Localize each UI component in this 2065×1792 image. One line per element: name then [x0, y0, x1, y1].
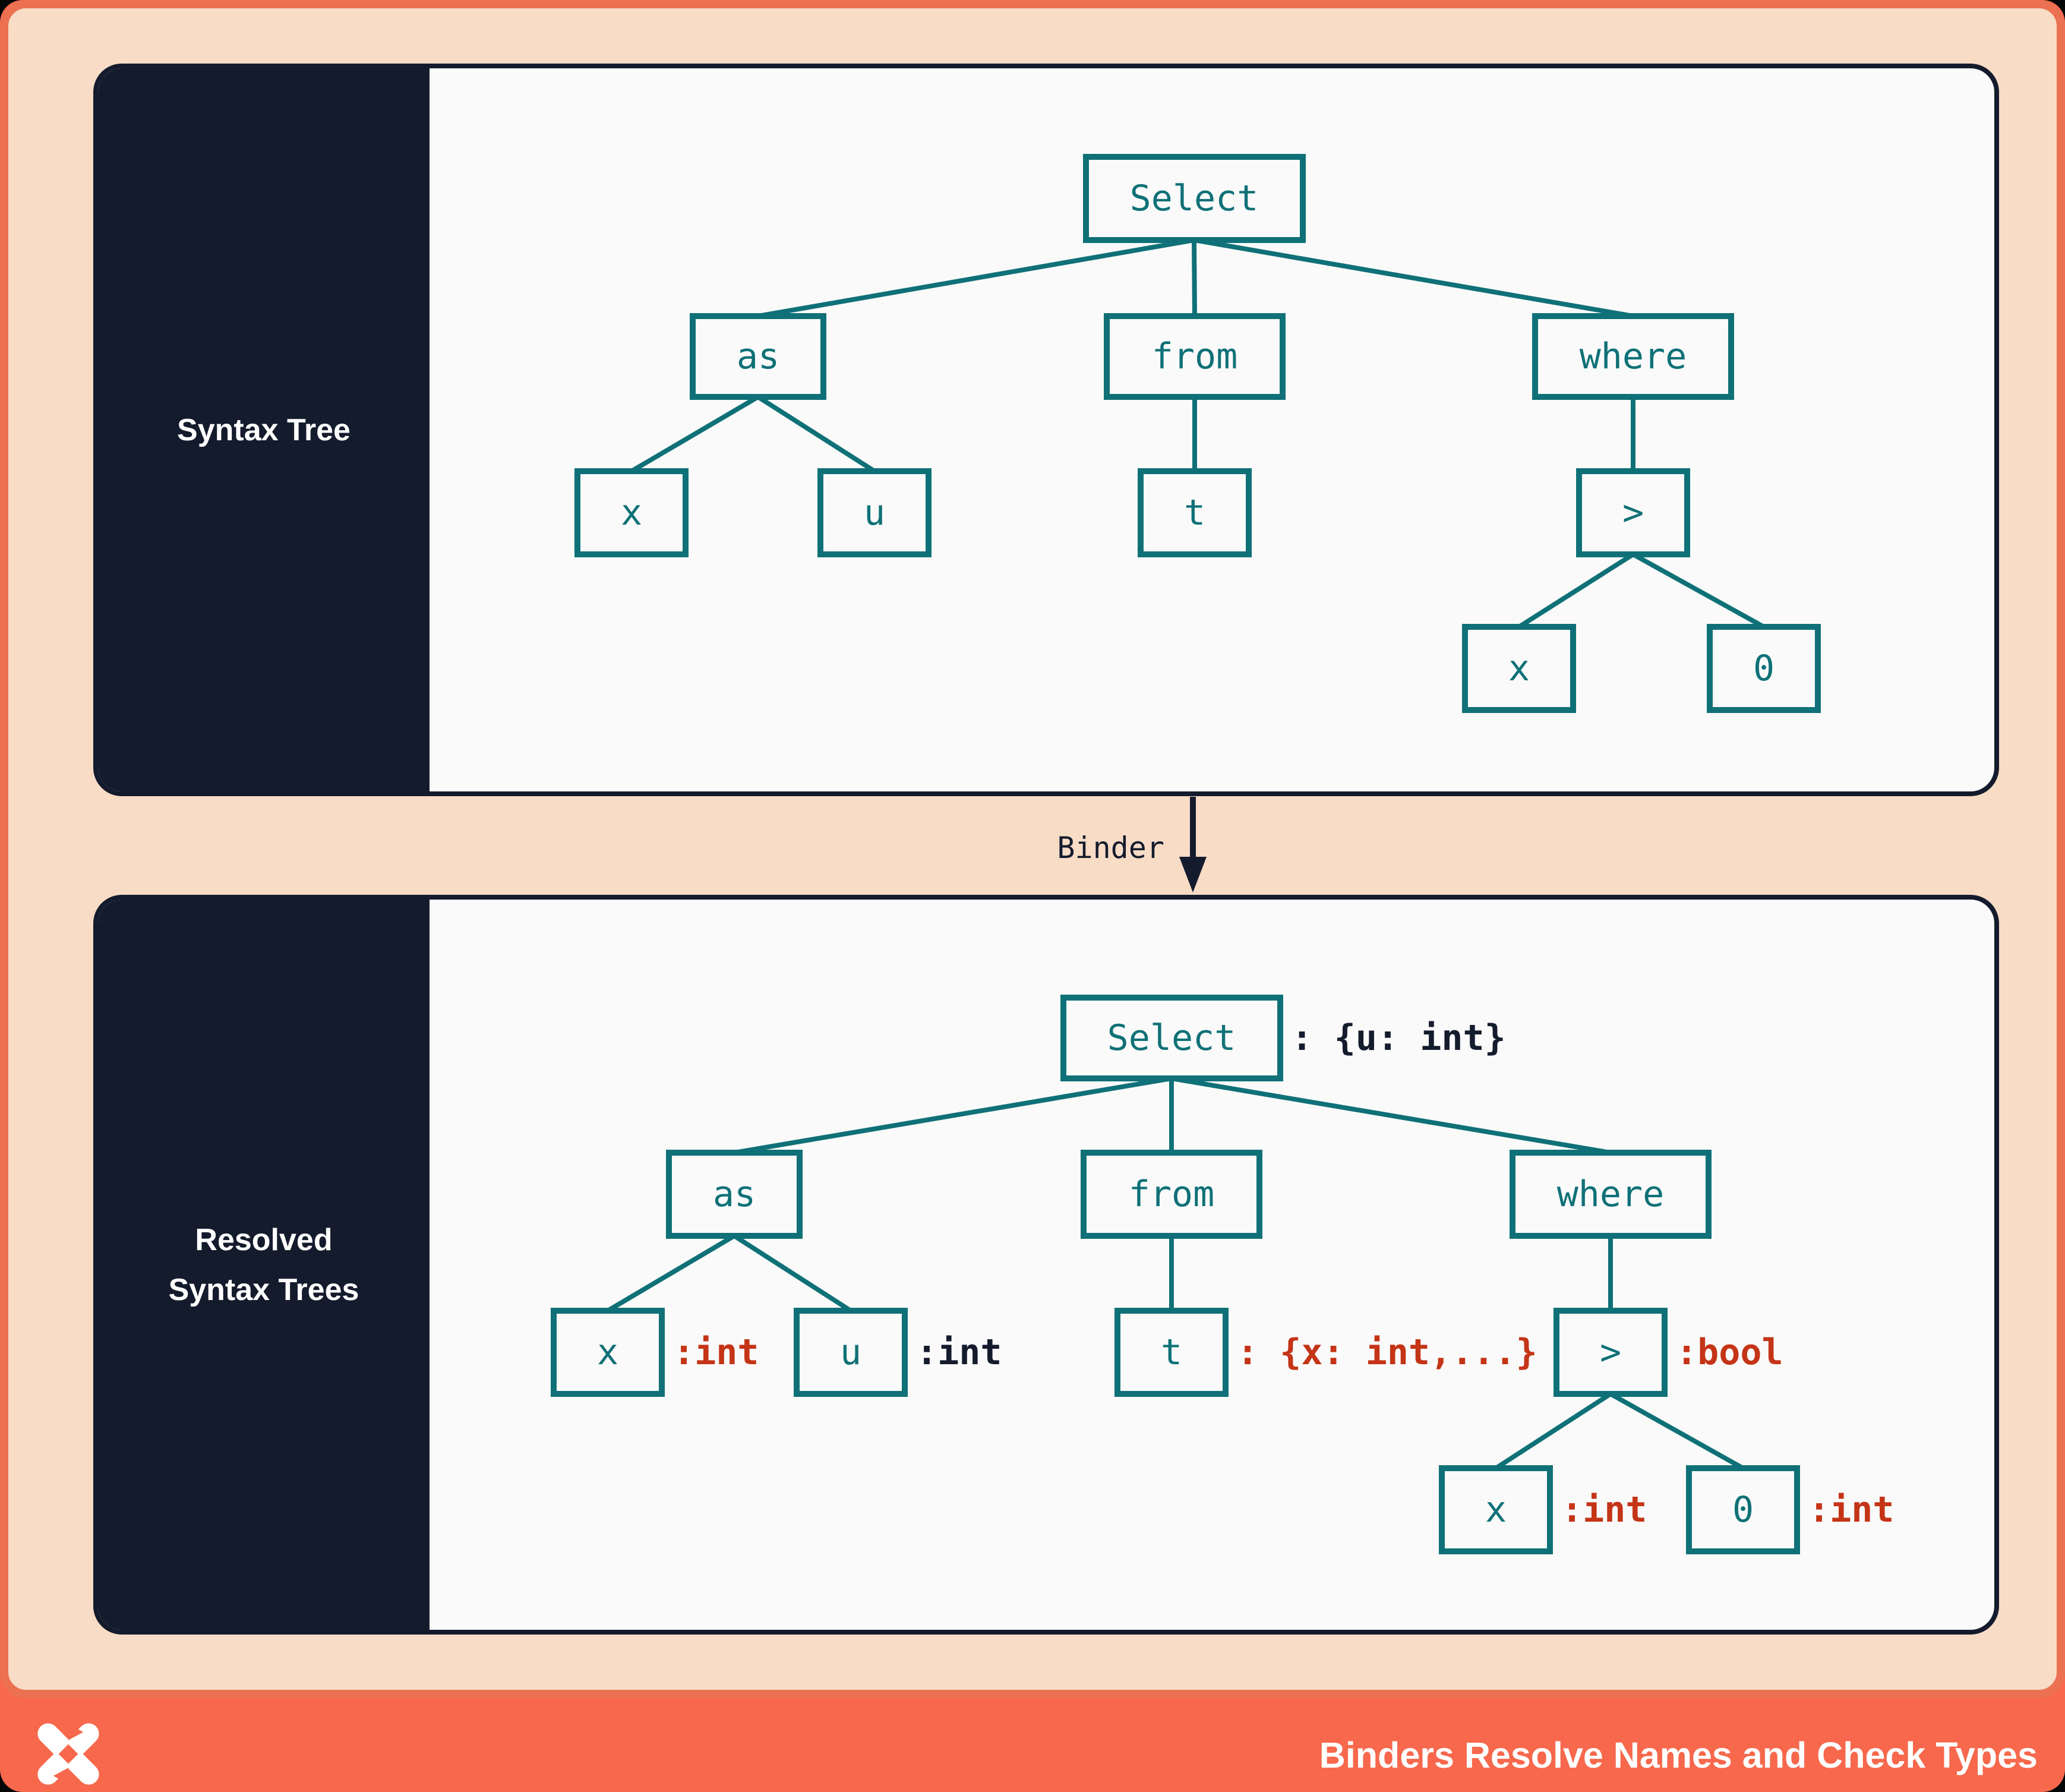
- type-annotation: : {x: int,...}: [1237, 1332, 1537, 1373]
- panel-title-line: Syntax Trees: [168, 1272, 359, 1307]
- tree-edges: [606, 1076, 1744, 1471]
- x-mark-logo-icon: [37, 1722, 99, 1785]
- tree-node-where: where: [1510, 1150, 1712, 1239]
- tree-node-from: from: [1081, 1150, 1262, 1239]
- tree-node-as: as: [690, 313, 826, 400]
- tree-node-select: Select: [1082, 154, 1306, 243]
- tree-node-u1: u: [817, 468, 932, 557]
- type-annotation: :int: [1808, 1489, 1895, 1531]
- type-annotation: :int: [673, 1332, 759, 1373]
- binder-arrow-icon: [1179, 797, 1207, 892]
- tree-node-x1: x: [574, 468, 689, 557]
- tree-node-gt1: >: [1554, 1308, 1668, 1397]
- tree-node-zero1: 0: [1686, 1465, 1800, 1554]
- tree-node-select: Select: [1060, 995, 1283, 1081]
- tree-node-t1: t: [1114, 1308, 1229, 1397]
- tree-node-from: from: [1104, 313, 1286, 400]
- tree-node-zero1: 0: [1707, 624, 1821, 713]
- tree-node-as: as: [666, 1150, 803, 1239]
- footer-title: Binders Resolve Names and Check Types: [1319, 1735, 2038, 1775]
- panel-title-line: Syntax Tree: [177, 412, 351, 447]
- type-annotation: :int: [916, 1332, 1002, 1373]
- type-annotation: :int: [1561, 1489, 1647, 1531]
- tree-node-where: where: [1532, 313, 1734, 400]
- tree-edges: [630, 238, 1765, 629]
- panel-title: Syntax Tree: [98, 68, 430, 791]
- type-annotation: : {u: int}: [1291, 1017, 1506, 1059]
- tree-node-x2: x: [1462, 624, 1576, 713]
- panel-title-line: Resolved: [195, 1222, 333, 1257]
- type-annotation: :bool: [1676, 1332, 1783, 1373]
- tree-node-gt1: >: [1576, 468, 1690, 557]
- panel-sidebar: Syntax Tree: [98, 68, 430, 791]
- tree-node-t1: t: [1138, 468, 1252, 557]
- tree-node-x1: x: [551, 1308, 665, 1397]
- binder-label: Binder: [1057, 831, 1164, 865]
- tree-node-x2: x: [1439, 1465, 1553, 1554]
- tree-node-u1: u: [794, 1308, 908, 1397]
